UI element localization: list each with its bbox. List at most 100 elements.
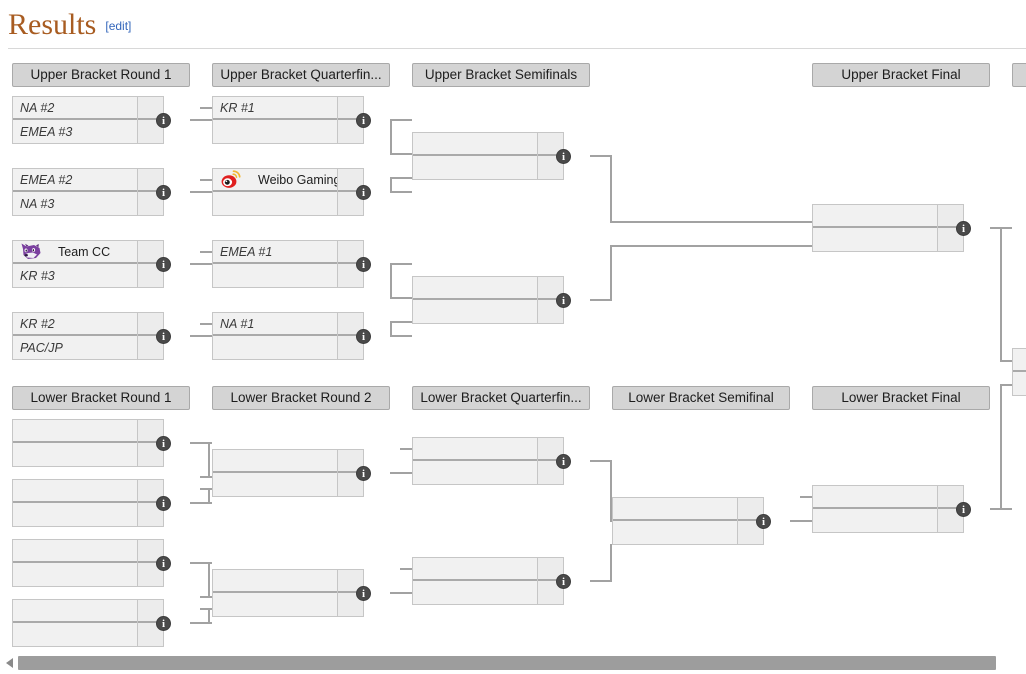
- connector: [190, 562, 212, 564]
- score-top: [338, 570, 363, 593]
- match-box[interactable]: i: [12, 599, 171, 647]
- match-opponent-top[interactable]: [413, 277, 563, 300]
- connector: [590, 299, 612, 301]
- match-opponent-top[interactable]: Weibo Gaming: [213, 169, 363, 192]
- round-header-upper-bracket-round-1[interactable]: Upper Bracket Round 1: [12, 63, 190, 87]
- info-icon[interactable]: i: [556, 454, 571, 469]
- connector: [390, 119, 412, 121]
- info-icon[interactable]: i: [356, 329, 371, 344]
- match-box[interactable]: i: [12, 419, 171, 467]
- match-box[interactable]: i: [812, 485, 971, 533]
- info-icon[interactable]: i: [556, 574, 571, 589]
- match-box[interactable]: i: [12, 479, 171, 527]
- round-header-upper-bracket-final[interactable]: Upper Bracket Final: [812, 63, 990, 87]
- info-icon[interactable]: i: [356, 113, 371, 128]
- round-header-lower-bracket-final[interactable]: Lower Bracket Final: [812, 386, 990, 410]
- scrollbar-thumb[interactable]: [18, 656, 996, 670]
- connector: [400, 568, 412, 570]
- info-icon[interactable]: i: [356, 185, 371, 200]
- match-opponent-top[interactable]: EMEA #1: [213, 241, 363, 264]
- match-box[interactable]: NA #2 EMEA #3 i: [12, 96, 171, 144]
- round-header-grand-final[interactable]: [1012, 63, 1026, 87]
- connector: [200, 476, 212, 478]
- info-icon[interactable]: i: [156, 329, 171, 344]
- connector: [610, 245, 612, 301]
- match-opponent-top[interactable]: Team CC: [13, 241, 163, 264]
- match-box[interactable]: KR #1 i: [212, 96, 371, 144]
- match-opponent-top[interactable]: [213, 570, 363, 593]
- match-opponent-top[interactable]: [413, 133, 563, 156]
- match-box[interactable]: i: [412, 132, 571, 180]
- connector: [390, 472, 412, 474]
- match-opponent-top[interactable]: EMEA #2: [13, 169, 163, 192]
- info-icon[interactable]: i: [156, 185, 171, 200]
- match-opponent-top[interactable]: KR #1: [213, 97, 363, 120]
- match-box[interactable]: Weibo Gaming i: [212, 168, 371, 216]
- connector: [610, 460, 612, 522]
- info-icon[interactable]: i: [556, 149, 571, 164]
- match-opponent-top[interactable]: [413, 438, 563, 461]
- match-opponent-top[interactable]: [813, 205, 963, 228]
- connector: [800, 496, 812, 498]
- round-header-lower-bracket-semifinal[interactable]: Lower Bracket Semifinal: [612, 386, 790, 410]
- info-icon[interactable]: i: [556, 293, 571, 308]
- scrollbar-track[interactable]: [18, 656, 1026, 670]
- match-opponent-top[interactable]: [13, 540, 163, 563]
- match-opponent-top[interactable]: [213, 450, 363, 473]
- connector: [208, 488, 210, 504]
- score-top: [938, 205, 963, 228]
- horizontal-scrollbar[interactable]: [0, 652, 1026, 674]
- match-opponent-top[interactable]: KR #2: [13, 313, 163, 336]
- edit-section-link[interactable]: [edit]: [105, 19, 132, 33]
- match-box[interactable]: i: [412, 276, 571, 324]
- match-opponent-top[interactable]: NA #1: [213, 313, 363, 336]
- match-box[interactable]: i: [212, 449, 371, 497]
- match-opponent-top[interactable]: NA #2: [13, 97, 163, 120]
- scroll-left-arrow-icon[interactable]: [0, 652, 18, 674]
- info-icon[interactable]: i: [156, 436, 171, 451]
- info-icon[interactable]: i: [156, 257, 171, 272]
- match-opponent-top[interactable]: [813, 486, 963, 509]
- info-icon[interactable]: i: [156, 556, 171, 571]
- match-opponent-top[interactable]: [13, 480, 163, 503]
- match-box[interactable]: i: [612, 497, 771, 545]
- match-opponent-top[interactable]: [13, 420, 163, 443]
- match-box[interactable]: KR #2 PAC/JP i: [12, 312, 171, 360]
- info-icon[interactable]: i: [956, 221, 971, 236]
- info-icon[interactable]: i: [156, 496, 171, 511]
- info-icon[interactable]: i: [156, 113, 171, 128]
- match-box[interactable]: i: [212, 569, 371, 617]
- info-icon[interactable]: i: [356, 466, 371, 481]
- match-opponent-bottom[interactable]: [1013, 372, 1026, 395]
- match-box[interactable]: NA #1 i: [212, 312, 371, 360]
- round-header-lower-bracket-round-2[interactable]: Lower Bracket Round 2: [212, 386, 390, 410]
- match-box[interactable]: i: [412, 437, 571, 485]
- info-icon[interactable]: i: [956, 502, 971, 517]
- round-header-upper-bracket-semifinals[interactable]: Upper Bracket Semifinals: [412, 63, 590, 87]
- match-box[interactable]: Team CC KR #3 i: [12, 240, 171, 288]
- match-opponent-top[interactable]: [613, 498, 763, 521]
- round-header-lower-bracket-round-1[interactable]: Lower Bracket Round 1: [12, 386, 190, 410]
- connector: [390, 263, 412, 265]
- bracket-viewport[interactable]: Upper Bracket Round 1 Upper Bracket Quar…: [0, 52, 1026, 648]
- match-box[interactable]: i: [412, 557, 571, 605]
- round-header-upper-bracket-quarterfinals[interactable]: Upper Bracket Quarterfin...: [212, 63, 390, 87]
- connector: [1000, 384, 1002, 510]
- match-box[interactable]: i: [812, 204, 971, 252]
- info-icon[interactable]: i: [756, 514, 771, 529]
- match-box[interactable]: i: [1012, 348, 1026, 396]
- info-icon[interactable]: i: [356, 257, 371, 272]
- connector: [1000, 227, 1002, 362]
- match-opponent-top[interactable]: [1013, 349, 1026, 372]
- match-box[interactable]: EMEA #1 i: [212, 240, 371, 288]
- info-icon[interactable]: i: [156, 616, 171, 631]
- info-icon[interactable]: i: [356, 586, 371, 601]
- connector: [200, 323, 212, 325]
- match-opponent-top[interactable]: [413, 558, 563, 581]
- match-box[interactable]: i: [12, 539, 171, 587]
- connector: [390, 153, 412, 155]
- match-box[interactable]: EMEA #2 NA #3 i: [12, 168, 171, 216]
- round-header-lower-bracket-quarterfinals[interactable]: Lower Bracket Quarterfin...: [412, 386, 590, 410]
- match-opponent-top[interactable]: [13, 600, 163, 623]
- connector: [390, 263, 392, 299]
